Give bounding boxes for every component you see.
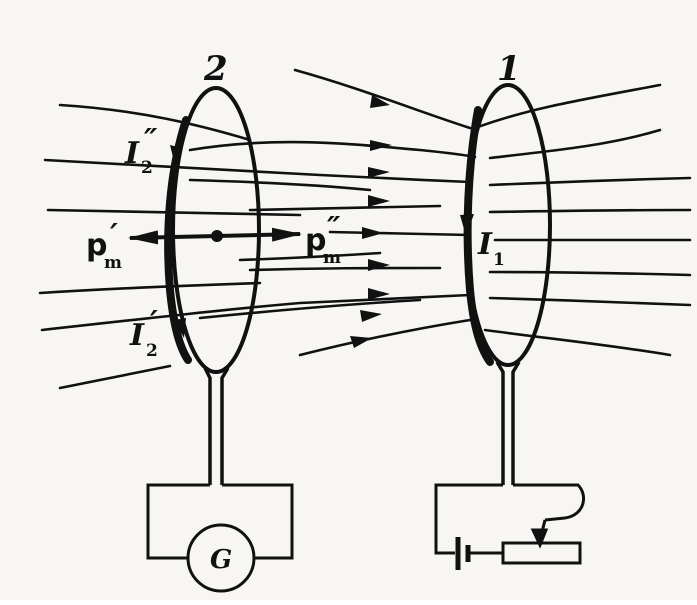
- field-lines: [38, 68, 692, 390]
- field-line: [248, 266, 442, 272]
- loop-2-number: 2: [203, 49, 228, 89]
- field-line: [488, 128, 662, 160]
- field-line: [488, 296, 692, 307]
- loop-2-current-arrow-lower: [174, 318, 186, 338]
- label-current-upper-prime: ″: [144, 123, 158, 158]
- field-arrow: [360, 310, 382, 322]
- field-line: [298, 318, 472, 357]
- loop-2-ring: [171, 86, 261, 374]
- label-current-upper: I 2 ″: [124, 123, 158, 178]
- label-current-lower: I 2 ′: [129, 305, 158, 361]
- loop-1-number: 1: [497, 49, 521, 89]
- field-line: [188, 140, 477, 159]
- label-current-upper-sub: 2: [141, 158, 153, 178]
- field-line: [488, 208, 692, 214]
- label-current-lower-main: I: [129, 318, 145, 353]
- field-line: [40, 293, 472, 332]
- field-line: [198, 298, 422, 320]
- field-line: [328, 230, 472, 237]
- label-moment-right: p m ″: [305, 211, 341, 268]
- field-line: [293, 68, 472, 130]
- label-current-upper-main: I: [124, 136, 140, 171]
- label-moment-left: p m ′: [86, 218, 122, 273]
- battery-circuit: [434, 483, 586, 570]
- circuit-2-wire: [222, 483, 294, 560]
- label-moment-right-main: p: [305, 223, 326, 258]
- switch-key: [501, 541, 582, 565]
- moment-vectors: [128, 227, 302, 245]
- field-arrow: [350, 336, 372, 348]
- field-arrow: [370, 95, 390, 108]
- circuit-1-wire: [513, 483, 586, 522]
- label-moment-right-sub: m: [323, 248, 341, 268]
- moment-left-arrow: [128, 230, 218, 245]
- field-arrow: [368, 167, 390, 178]
- galvanometer-symbol: [186, 523, 256, 593]
- field-arrows: [350, 95, 392, 348]
- label-current-right-main: I: [477, 227, 493, 262]
- field-arrow: [368, 195, 390, 207]
- loop-1-current-arrow: [460, 214, 474, 236]
- field-line: [38, 281, 262, 295]
- field-arrow: [368, 288, 390, 300]
- galvanometer-circuit: [146, 483, 294, 593]
- label-moment-right-prime: ″: [327, 211, 341, 246]
- field-line: [43, 158, 472, 184]
- loop-2-current-arrow-upper: [170, 145, 182, 165]
- field-line: [46, 208, 302, 217]
- circuit-1-wire: [434, 483, 503, 555]
- field-line: [188, 178, 372, 192]
- field-line: [488, 176, 692, 187]
- loop-2: [164, 86, 261, 485]
- galvanometer-label: G: [210, 545, 232, 575]
- label-moment-left-main: p: [86, 228, 107, 263]
- field-arrow: [368, 259, 390, 271]
- switch-contact-arrowhead: [530, 528, 549, 549]
- field-line: [488, 270, 692, 277]
- loop-1: [460, 83, 552, 485]
- field-line: [58, 364, 172, 390]
- field-line: [483, 328, 672, 357]
- label-current-right-sub: 1: [493, 250, 505, 270]
- label-current-right: I 1: [477, 227, 505, 270]
- label-moment-left-sub: m: [104, 253, 122, 273]
- field-line: [58, 103, 252, 142]
- field-arrow: [370, 140, 392, 151]
- loop-1-stem: [495, 361, 521, 485]
- label-current-lower-sub: 2: [146, 341, 158, 361]
- circuit-2-wire: [146, 483, 210, 560]
- label-moment-left-prime: ′: [110, 218, 118, 253]
- field-line: [473, 83, 662, 130]
- label-current-lower-prime: ′: [150, 305, 158, 340]
- field-arrow: [362, 227, 384, 239]
- loop-1-current-path: [463, 106, 494, 366]
- field-line: [248, 204, 442, 212]
- loop-2-stem: [203, 367, 230, 485]
- moment-right-arrow: [216, 227, 302, 242]
